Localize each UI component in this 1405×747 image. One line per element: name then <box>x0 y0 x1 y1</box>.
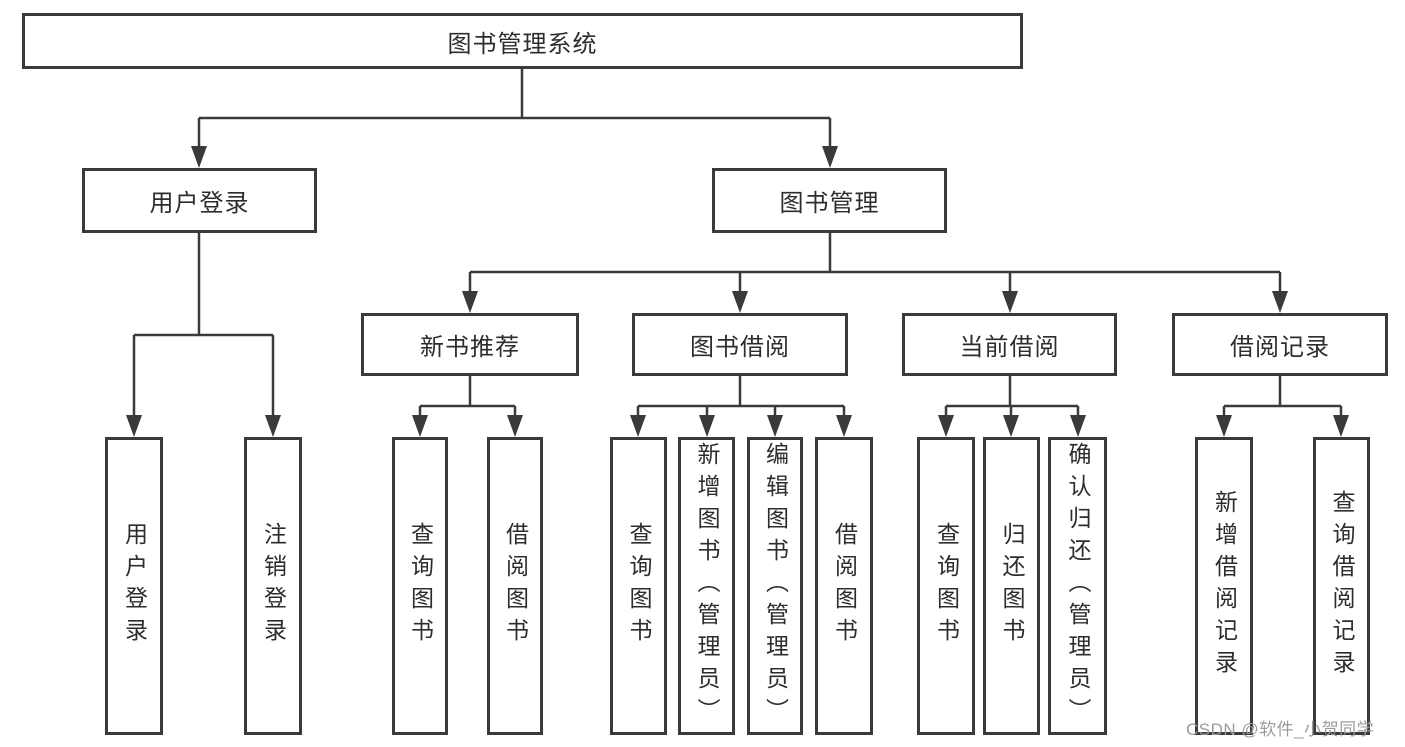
leaf-borrow-book-borrowmod: 借阅图书 <box>815 437 873 735</box>
leaf-user-login: 用户登录 <box>105 437 163 735</box>
leaf-query-borrow-record: 查询借阅记录 <box>1313 437 1370 735</box>
node-label: 用户登录 <box>149 190 250 217</box>
node-label: 当前借阅 <box>959 334 1060 361</box>
node-label: 注销登录 <box>260 522 287 650</box>
node-label: 新增图书（管理员） <box>694 442 720 730</box>
node-label: 用户登录 <box>121 522 148 650</box>
leaf-add-book-admin: 新增图书（管理员） <box>678 437 735 735</box>
node-label: 图书管理 <box>779 190 880 217</box>
node-new-book-recommend: 新书推荐 <box>361 313 579 376</box>
csdn-watermark: CSDN @软件_小贺同学 <box>1186 720 1375 739</box>
leaf-return-book: 归还图书 <box>983 437 1040 735</box>
node-label: 借阅记录 <box>1230 334 1330 361</box>
leaf-query-book-newrec: 查询图书 <box>392 437 448 735</box>
node-borrow-record: 借阅记录 <box>1172 313 1388 376</box>
node-label: 查询图书 <box>626 522 652 650</box>
leaf-edit-book-admin: 编辑图书（管理员） <box>747 437 803 735</box>
leaf-query-book-current: 查询图书 <box>917 437 975 735</box>
node-book-management: 图书管理 <box>712 168 947 233</box>
node-label: 查询图书 <box>933 522 960 650</box>
node-label: 查询图书 <box>407 522 434 650</box>
node-label: 查询借阅记录 <box>1329 490 1355 682</box>
node-user-login: 用户登录 <box>82 168 317 233</box>
node-label: 归还图书 <box>999 522 1025 650</box>
leaf-query-book-borrowmod: 查询图书 <box>610 437 667 735</box>
node-label: 图书借阅 <box>690 334 790 361</box>
node-label: 借阅图书 <box>502 522 529 650</box>
node-book-borrow: 图书借阅 <box>632 313 848 376</box>
node-current-borrow: 当前借阅 <box>902 313 1117 376</box>
node-label: 图书管理系统 <box>447 30 598 58</box>
leaf-add-borrow-record: 新增借阅记录 <box>1195 437 1253 735</box>
node-label: 借阅图书 <box>831 522 858 650</box>
node-label: 确认归还（管理员） <box>1065 442 1091 730</box>
arrowheads <box>126 146 1349 437</box>
node-system-root: 图书管理系统 <box>22 13 1023 69</box>
leaf-confirm-return-admin: 确认归还（管理员） <box>1048 437 1107 735</box>
node-label: 新增借阅记录 <box>1211 490 1238 682</box>
node-label: 新书推荐 <box>420 334 520 361</box>
leaf-borrow-book-newrec: 借阅图书 <box>487 437 543 735</box>
leaf-logout: 注销登录 <box>244 437 302 735</box>
node-label: 编辑图书（管理员） <box>762 442 789 730</box>
